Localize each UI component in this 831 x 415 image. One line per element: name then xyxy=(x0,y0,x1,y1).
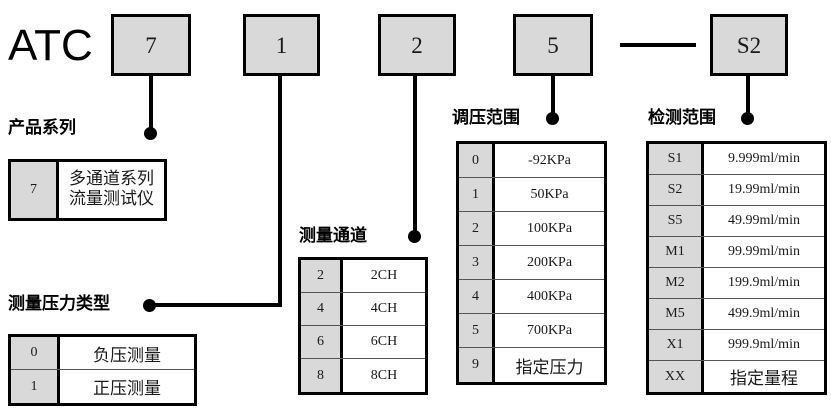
option-description: 多通道系列 流量测试仪 xyxy=(59,162,164,218)
option-description: 49.99ml/min xyxy=(728,213,800,228)
table-row: M1 99.99ml/min xyxy=(649,237,824,268)
option-description: 4CH xyxy=(370,301,398,316)
option-code: 8 xyxy=(301,359,343,392)
separator-dash-icon xyxy=(620,43,696,47)
table-row: 1 正压测量 xyxy=(11,370,194,403)
table-row: 4 400KPa xyxy=(459,280,604,314)
table-detection-range: S1 9.999ml/min S2 19.99ml/min S5 49.99ml… xyxy=(646,141,827,395)
connector-dot-pressure-range xyxy=(546,112,559,125)
table-channel: 2 2CH 4 4CH 6 6CH 8 8CH xyxy=(298,257,428,395)
connector-line-channel xyxy=(413,76,417,235)
table-row: 2 2CH xyxy=(301,260,425,293)
option-description: 99.99ml/min xyxy=(728,244,800,259)
table-row: 2 100KPa xyxy=(459,212,604,246)
option-description: 6CH xyxy=(370,334,398,349)
connector-dot-detection-range xyxy=(741,112,754,125)
option-code: 1 xyxy=(11,370,60,403)
option-code: 0 xyxy=(459,144,495,177)
option-description: 指定量程 xyxy=(730,369,798,389)
connector-dot-pressure-type xyxy=(143,299,156,312)
table-product-series: 7 多通道系列 流量测试仪 xyxy=(8,159,167,221)
option-code: 2 xyxy=(459,212,495,245)
connector-dot-channel xyxy=(408,230,421,243)
option-description: 999.9ml/min xyxy=(728,337,800,352)
code-box-pressure-range[interactable]: 5 xyxy=(513,14,593,76)
caption-product-series: 产品系列 xyxy=(8,118,76,138)
option-code: 6 xyxy=(301,326,343,358)
caption-pressure-range: 调压范围 xyxy=(452,108,520,128)
option-description: 199.9ml/min xyxy=(728,275,800,290)
table-row: S1 9.999ml/min xyxy=(649,144,824,175)
table-row: 3 200KPa xyxy=(459,246,604,280)
option-code: 1 xyxy=(459,178,495,211)
option-code: 5 xyxy=(459,314,495,347)
option-code: 2 xyxy=(301,260,343,292)
connector-dot-series xyxy=(144,127,157,140)
option-description: 200KPa xyxy=(526,254,573,270)
option-code: 0 xyxy=(11,337,60,369)
option-description-line: 多通道系列 xyxy=(69,169,154,190)
option-description: 499.9ml/min xyxy=(728,306,800,321)
option-code: XX xyxy=(649,361,704,392)
connector-line-pressure-type-horizontal xyxy=(150,303,282,307)
caption-channel: 测量通道 xyxy=(299,226,367,246)
option-code: 4 xyxy=(459,280,495,313)
caption-pressure-type: 测量压力类型 xyxy=(8,294,110,314)
table-row: 8 8CH xyxy=(301,359,425,392)
table-row: S5 49.99ml/min xyxy=(649,206,824,237)
table-row: 6 6CH xyxy=(301,326,425,359)
option-description: 700KPa xyxy=(526,322,573,338)
option-description: 19.99ml/min xyxy=(728,182,800,197)
table-row: 0 -92KPa xyxy=(459,144,604,178)
option-code: M5 xyxy=(649,299,704,329)
table-row: 7 多通道系列 流量测试仪 xyxy=(11,162,164,218)
table-row: 0 负压测量 xyxy=(11,337,194,370)
table-row: X1 999.9ml/min xyxy=(649,330,824,361)
option-code: M2 xyxy=(649,268,704,298)
code-box-detection-range[interactable]: S2 xyxy=(710,14,788,76)
option-code: 9 xyxy=(459,348,495,382)
connector-line-pressure-range xyxy=(551,76,555,117)
option-code: 4 xyxy=(301,293,343,325)
option-code: X1 xyxy=(649,330,704,360)
option-code: S1 xyxy=(649,144,704,174)
table-row: 1 50KPa xyxy=(459,178,604,212)
option-code: 3 xyxy=(459,246,495,279)
option-description: 正压测量 xyxy=(93,379,161,399)
option-code: M1 xyxy=(649,237,704,267)
option-description: 负压测量 xyxy=(93,345,161,366)
option-description: 指定压力 xyxy=(515,357,584,378)
option-code: S5 xyxy=(649,206,704,236)
table-pressure-range: 0 -92KPa 1 50KPa 2 100KPa 3 200KPa 4 400… xyxy=(456,141,607,385)
option-description-line: 流量测试仪 xyxy=(69,189,154,209)
option-description: 50KPa xyxy=(530,186,569,202)
connector-line-pressure-type-vertical xyxy=(278,76,282,307)
table-row: 5 700KPa xyxy=(459,314,604,348)
table-row: 4 4CH xyxy=(301,293,425,326)
table-row: M2 199.9ml/min xyxy=(649,268,824,299)
product-prefix-label: ATC xyxy=(8,21,93,70)
option-description: 100KPa xyxy=(526,220,573,236)
table-row: 9 指定压力 xyxy=(459,348,604,382)
table-row: M5 499.9ml/min xyxy=(649,299,824,330)
connector-line-detection-range xyxy=(746,76,750,117)
table-row: XX 指定量程 xyxy=(649,361,824,392)
code-box-channel[interactable]: 2 xyxy=(378,14,456,76)
table-row: S2 19.99ml/min xyxy=(649,175,824,206)
option-code: S2 xyxy=(649,175,704,205)
code-box-series[interactable]: 7 xyxy=(111,14,191,76)
option-description: -92KPa xyxy=(528,152,571,168)
option-description: 8CH xyxy=(370,367,398,383)
option-code: 7 xyxy=(11,162,59,218)
option-description: 9.999ml/min xyxy=(728,151,800,166)
code-box-pressure-type[interactable]: 1 xyxy=(243,14,320,76)
table-pressure-type: 0 负压测量 1 正压测量 xyxy=(8,334,197,406)
option-description: 400KPa xyxy=(526,288,573,304)
option-description: 2CH xyxy=(370,268,398,283)
caption-detection-range: 检测范围 xyxy=(648,108,716,128)
connector-line-series xyxy=(149,76,153,131)
